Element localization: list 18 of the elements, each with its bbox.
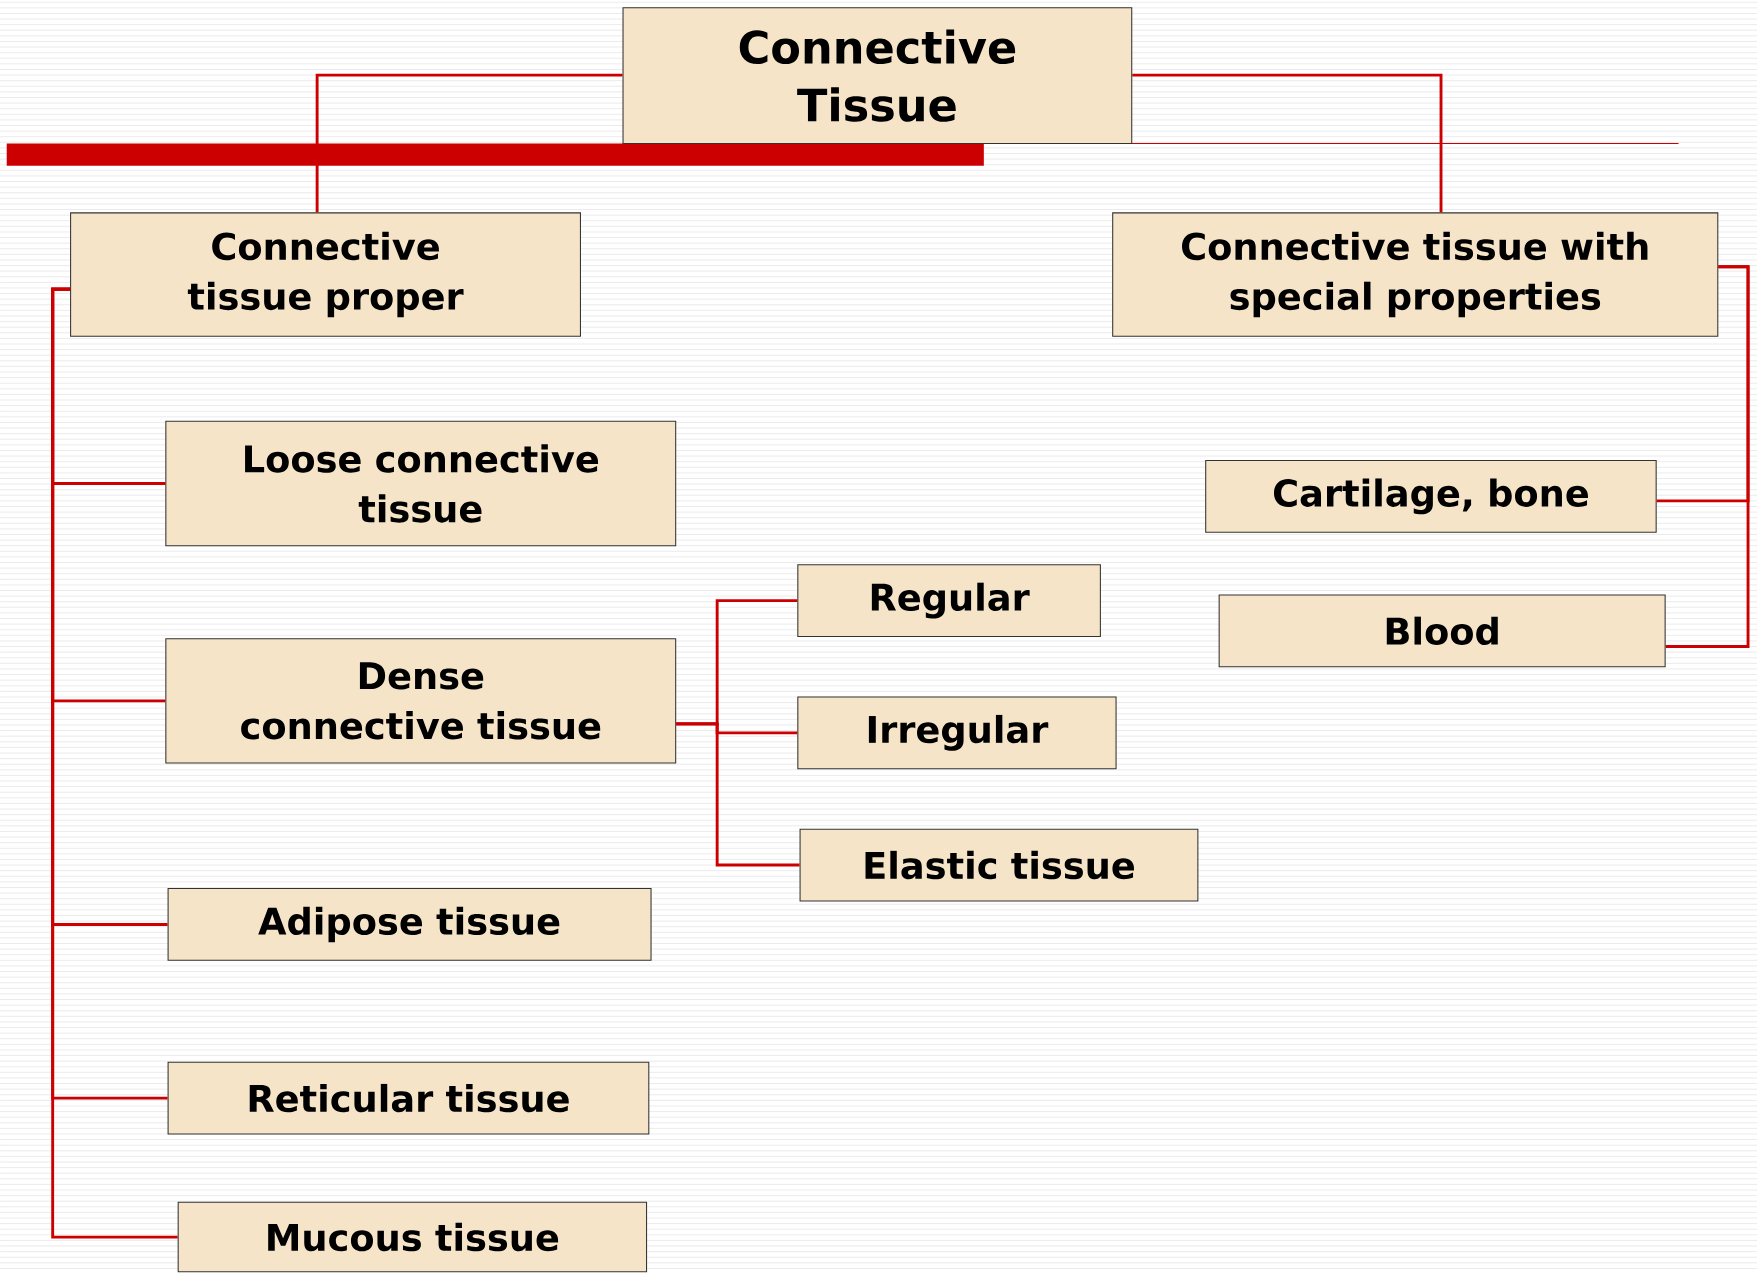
- tissue-box: Mucous tissue: [177, 1201, 648, 1273]
- connector-line: [676, 722, 800, 867]
- tissue-box: Blood: [1218, 594, 1666, 668]
- connector-line: [51, 287, 178, 1239]
- tissue-box: Dense connective tissue: [165, 638, 677, 764]
- tissue-box: Regular: [797, 564, 1101, 637]
- connector-line: [1132, 73, 1443, 213]
- tissue-box: Connective Tissue: [622, 7, 1133, 144]
- tissue-box: Elastic tissue: [799, 828, 1199, 902]
- tissue-box: Cartilage, bone: [1205, 460, 1657, 533]
- tissue-box: Connective tissue with special properties: [1112, 212, 1719, 337]
- tissue-box: Reticular tissue: [167, 1061, 650, 1135]
- tissue-box: Loose connective tissue: [165, 420, 677, 547]
- tissue-box: Adipose tissue: [167, 888, 652, 961]
- connector-line: [1665, 265, 1750, 648]
- connector-line: [315, 73, 623, 213]
- tissue-box: Irregular: [797, 696, 1117, 770]
- tissue-box: Connective tissue proper: [70, 212, 581, 337]
